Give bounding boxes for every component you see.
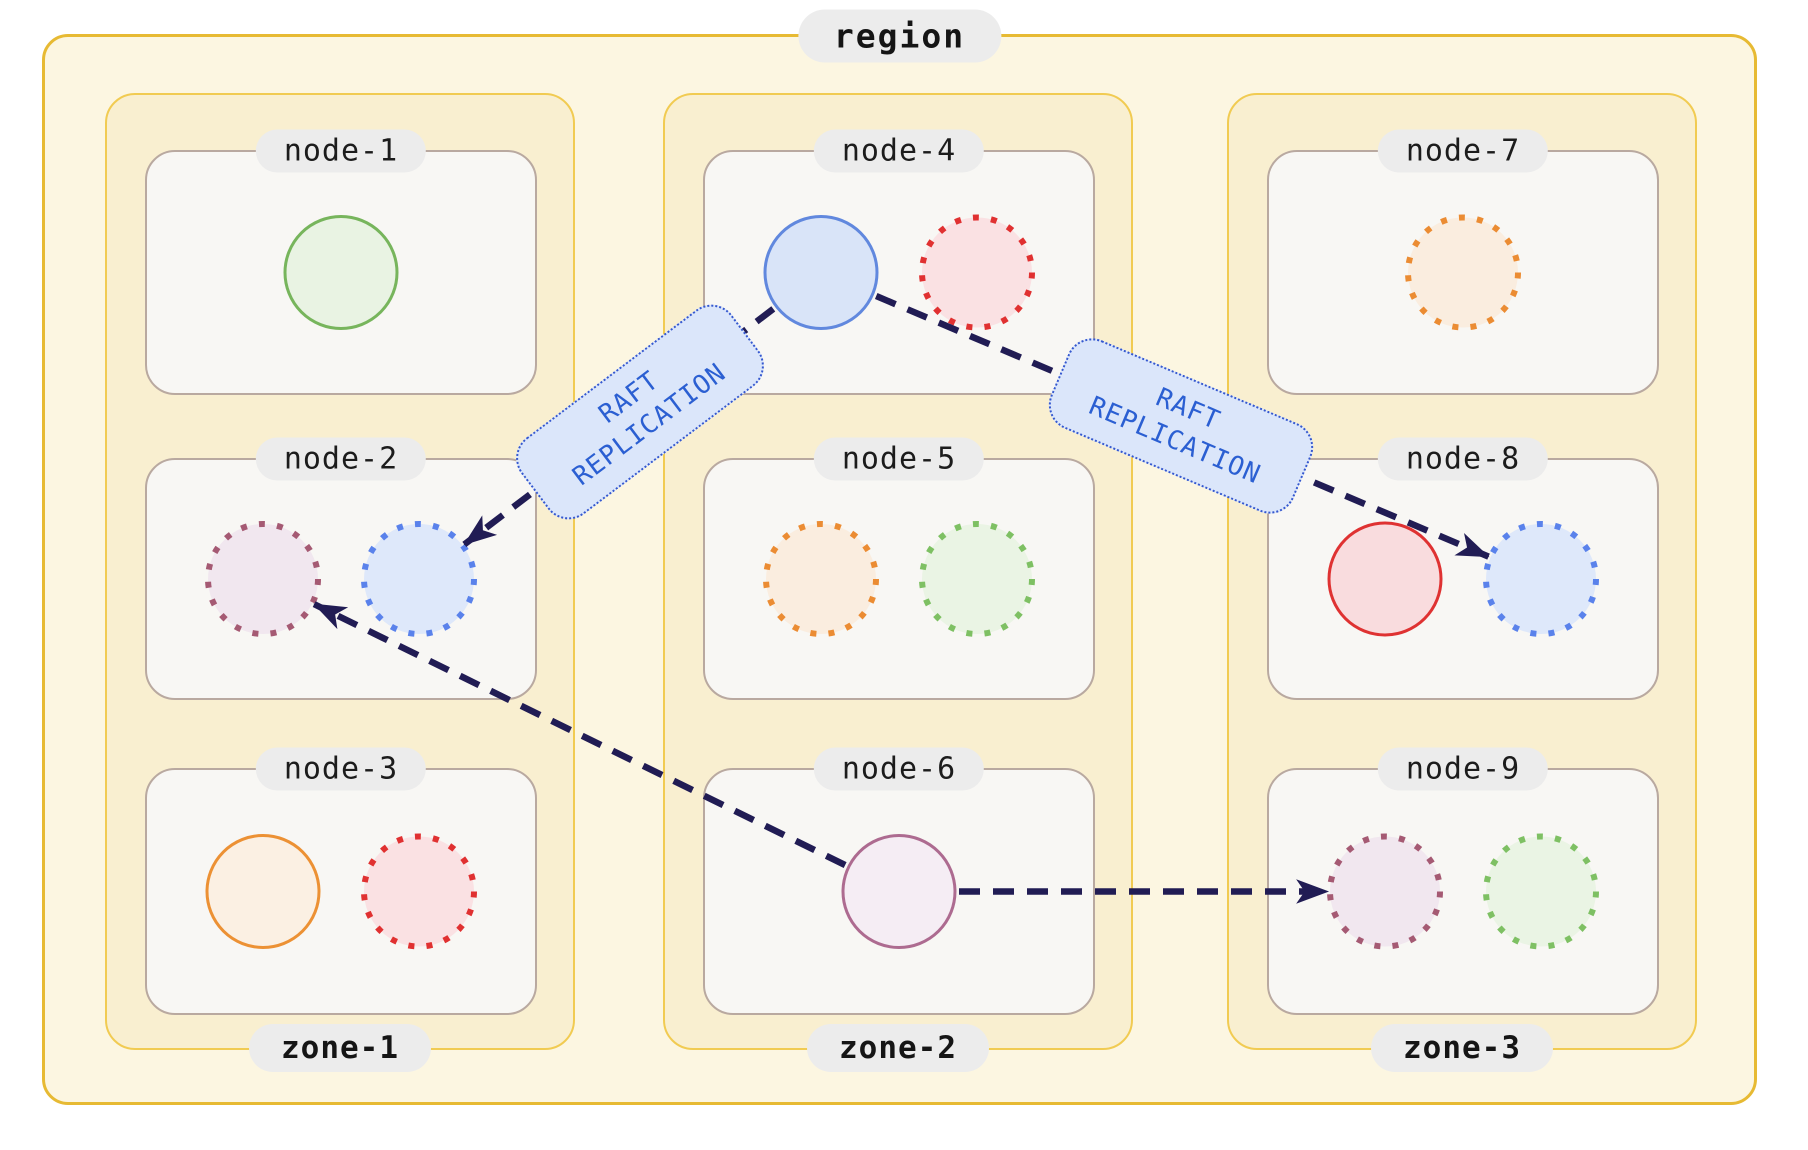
node-box-node-8: node-8 — [1267, 437, 1659, 700]
node-label-node-4: node-4 — [813, 129, 985, 173]
node-box-node-3: node-3 — [145, 747, 537, 1015]
zone-label-zone-2: zone-2 — [807, 1024, 989, 1072]
zone-label-zone-3: zone-3 — [1371, 1024, 1553, 1072]
node-box-node-6: node-6 — [703, 747, 1095, 1015]
node-box-node-2: node-2 — [145, 437, 537, 700]
node-box-node-7: node-7 — [1267, 129, 1659, 395]
node-label-node-5: node-5 — [813, 437, 985, 481]
zone-label-zone-1: zone-1 — [249, 1024, 431, 1072]
node-box-node-9: node-9 — [1267, 747, 1659, 1015]
node-label-node-6: node-6 — [813, 747, 985, 791]
node-box-node-1: node-1 — [145, 129, 537, 395]
node-label-node-7: node-7 — [1377, 129, 1549, 173]
node-label-node-8: node-8 — [1377, 437, 1549, 481]
node-label-node-2: node-2 — [255, 437, 427, 481]
node-label-node-3: node-3 — [255, 747, 427, 791]
region-label: region — [797, 9, 1002, 63]
node-label-node-1: node-1 — [255, 129, 427, 173]
node-label-node-9: node-9 — [1377, 747, 1549, 791]
node-box-node-5: node-5 — [703, 437, 1095, 700]
